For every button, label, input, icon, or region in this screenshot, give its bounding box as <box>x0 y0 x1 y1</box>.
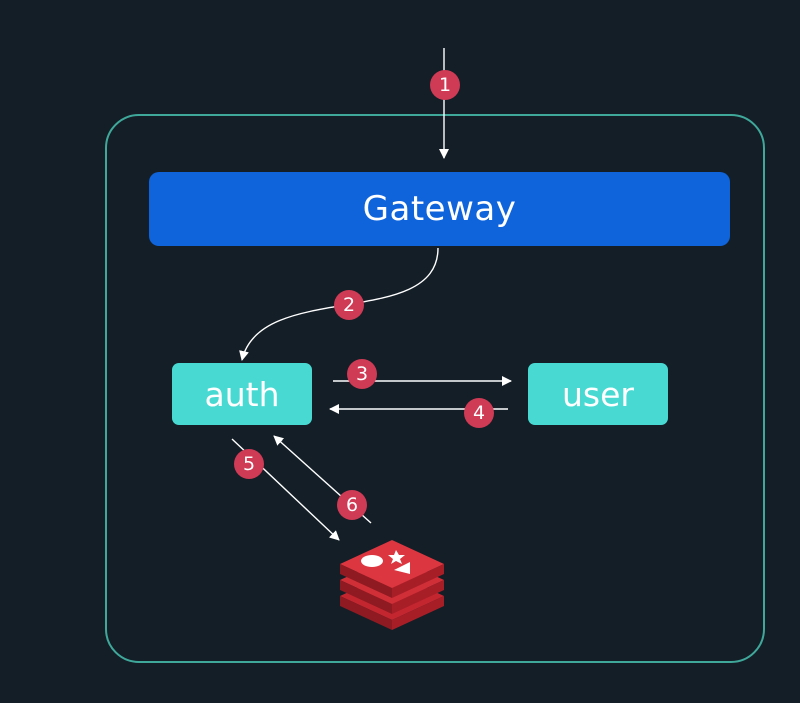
step-label-6: 6 <box>346 494 358 516</box>
user-label: user <box>562 374 634 414</box>
step-label-3: 3 <box>356 363 368 385</box>
redis-database-icon <box>340 540 444 630</box>
gateway-node: Gateway <box>149 172 730 246</box>
step-badge-5: 5 <box>234 449 264 479</box>
step-badge-3: 3 <box>347 359 377 389</box>
user-service-node: user <box>528 363 668 425</box>
step-label-4: 4 <box>473 402 485 424</box>
step-label-2: 2 <box>343 294 355 316</box>
step-badge-2: 2 <box>334 290 364 320</box>
step-badge-6: 6 <box>337 490 367 520</box>
step-label-5: 5 <box>243 453 255 475</box>
system-boundary <box>105 114 765 663</box>
step-badge-1: 1 <box>430 70 460 100</box>
step-label-1: 1 <box>439 74 451 96</box>
auth-label: auth <box>204 374 280 414</box>
auth-service-node: auth <box>172 363 312 425</box>
gateway-label: Gateway <box>362 189 517 229</box>
step-badge-4: 4 <box>464 398 494 428</box>
